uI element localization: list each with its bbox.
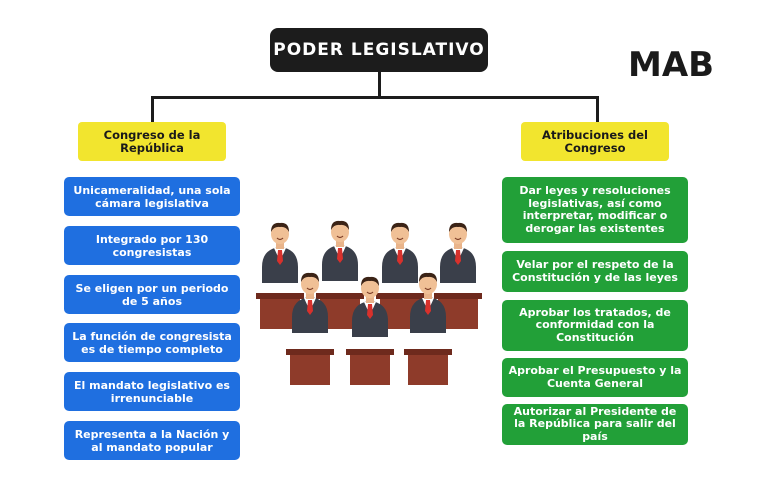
left-item: Unicameralidad, una sola cámara legislat… (64, 177, 240, 216)
right-item: Velar por el respeto de la Constitución … (502, 251, 688, 292)
left-item: Se eligen por un periodo de 5 años (64, 275, 240, 314)
congress-members-icon (256, 220, 482, 385)
connector-horizontal (151, 96, 599, 99)
left-item: Representa a la Nación y al mandato popu… (64, 421, 240, 460)
mab-logo-graphic: MAB (628, 45, 714, 85)
left-item: Integrado por 130 congresistas (64, 226, 240, 265)
congress-illustration (250, 215, 490, 385)
right-header: Atribuciones del Congreso (521, 122, 669, 161)
left-item: El mandato legislativo es irrenunciable (64, 372, 240, 411)
mab-logo: MAB (628, 42, 728, 85)
connector-right-down (596, 96, 599, 122)
right-item: Aprobar los tratados, de conformidad con… (502, 300, 688, 351)
diagram-title: PODER LEGISLATIVO (270, 28, 488, 72)
connector-title-down (378, 72, 381, 98)
left-item: La función de congresista es de tiempo c… (64, 323, 240, 362)
right-item: Aprobar el Presupuesto y la Cuenta Gener… (502, 358, 688, 397)
right-item: Dar leyes y resoluciones legislativas, a… (502, 177, 688, 243)
connector-left-down (151, 96, 154, 122)
logo-text: MAB (628, 45, 714, 82)
right-item: Autorizar al Presidente de la República … (502, 404, 688, 445)
left-header: Congreso de la República (78, 122, 226, 161)
